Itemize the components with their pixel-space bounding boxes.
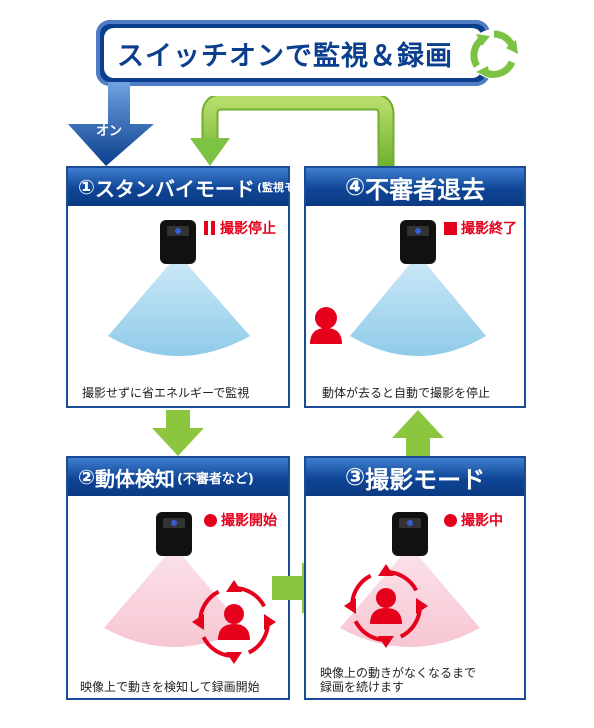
record-dot-icon: [204, 513, 217, 527]
arrow-down: [152, 410, 204, 456]
step-number: ②: [78, 465, 95, 489]
loop-back-arrow: [190, 96, 395, 168]
person-icon: [310, 307, 342, 344]
status-indicator: 撮影中: [444, 510, 503, 530]
body-camera-icon: [160, 220, 196, 264]
status-indicator: 撮影開始: [204, 510, 277, 530]
camera-view-cone: [350, 254, 486, 356]
step-number: ④: [344, 173, 366, 201]
panel-caption: 動体が去ると自動で撮影を停止: [322, 386, 491, 400]
body-camera-icon: [156, 512, 192, 556]
panel-caption-line-1: 映像上の動きがなくなるまで: [320, 666, 477, 680]
status-text: 撮影開始: [221, 513, 277, 529]
panel-motion-detection: ② 動体検知 (不審者など) 撮影開始: [66, 456, 290, 700]
panel-caption: 撮影せずに省エネルギーで監視: [82, 386, 250, 400]
camera-view-cone: [108, 254, 250, 356]
title-banner: スイッチオンで監視＆録画: [96, 20, 490, 86]
title-banner-inner: スイッチオンで監視＆録画: [104, 28, 482, 78]
target-crosshair-icon: [192, 580, 276, 664]
status-text: 撮影終了: [461, 221, 517, 237]
step-number: ①: [78, 175, 95, 199]
detection-scene: [108, 220, 250, 356]
body-camera-icon: [400, 220, 436, 264]
panel-subtitle: (不審者など): [176, 471, 254, 487]
step-number: ③: [344, 463, 366, 491]
person-icon: [370, 588, 402, 624]
status-text: 撮影停止: [220, 221, 276, 237]
panel-detect-header: ② 動体検知 (不審者など): [68, 458, 288, 496]
detection-scene: [104, 512, 276, 664]
status-text: 撮影中: [461, 513, 503, 529]
panel-title: 撮影モード: [365, 465, 486, 494]
panel-standby-header: ① スタンバイモード (監視モード): [68, 168, 322, 206]
camera-view-cone: [104, 546, 244, 647]
cycle-arrows-icon: [469, 29, 519, 79]
status-indicator: 撮影停止: [204, 218, 276, 238]
panel-caption: 映像上の動きがなくなるまで 録画を続けます: [320, 666, 476, 694]
arrow-up: [392, 410, 444, 456]
panel-title: スタンバイモード: [94, 176, 255, 201]
target-crosshair-icon: [344, 564, 428, 648]
panel-standby: ① スタンバイモード (監視モード) 撮影停止 撮影せずに省エネルギーで監視: [66, 166, 322, 408]
start-label: オン: [96, 124, 123, 139]
panel-intruder-leaves: ④ 不審者退去 撮影終了 動体が去ると自動で撮影を停止: [304, 166, 526, 408]
person-icon: [218, 604, 250, 640]
panel-caption: 映像上で動きを検知して録画開始: [80, 680, 260, 694]
panel-record-header: ③ 撮影モード: [306, 458, 524, 496]
panel-recording-mode: ③ 撮影モード 撮影中 映像上の動きがなくなるまで 録画を続けます: [304, 456, 526, 700]
panel-title: 不審者退去: [365, 175, 486, 204]
status-indicator: 撮影終了: [444, 218, 517, 238]
panel-title: 動体検知: [94, 466, 175, 491]
pause-icon: [204, 221, 215, 235]
record-dot-icon: [444, 513, 457, 527]
banner-title: スイッチオンで監視＆録画: [117, 40, 453, 72]
stop-icon: [444, 221, 457, 235]
detection-scene: [310, 220, 486, 356]
detection-scene: [340, 512, 480, 648]
panel-caption-line-2: 録画を続けます: [320, 680, 405, 694]
body-camera-icon: [392, 512, 428, 556]
start-arrow: [68, 82, 154, 166]
panel-leave-header: ④ 不審者退去: [306, 168, 524, 206]
